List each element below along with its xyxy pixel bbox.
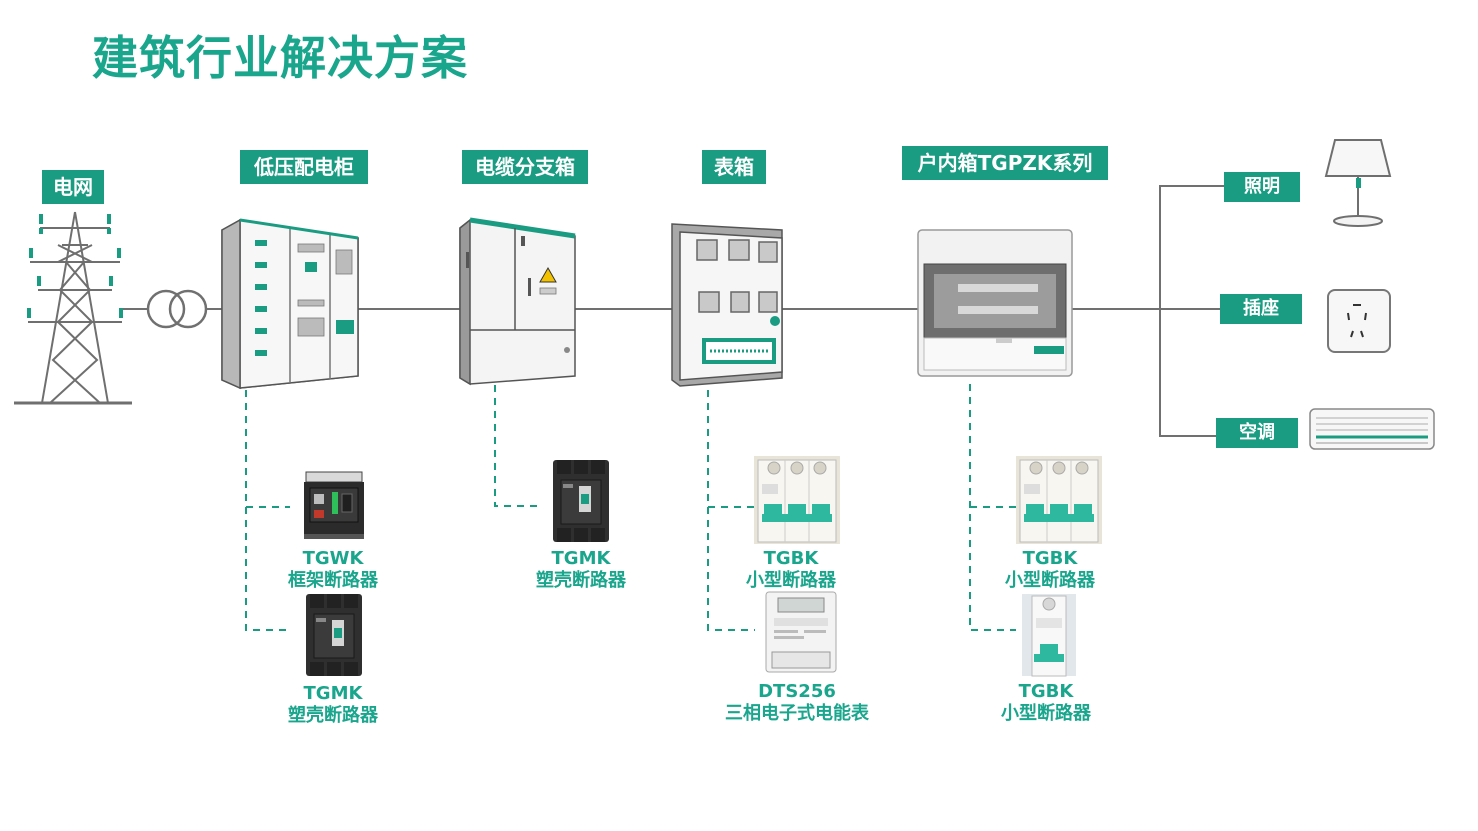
product-name: 小型断路器: [1001, 703, 1091, 724]
tag-grid: 电网: [42, 170, 104, 204]
product-name: 三相电子式电能表: [725, 703, 869, 724]
transmission-tower-icon: [14, 211, 132, 405]
main-power-line: [120, 185, 1224, 437]
product-caption-tgbk-3: TGBK 小型断路器: [985, 681, 1107, 725]
tag-meter-box: 表箱: [702, 150, 766, 184]
product-caption-tgbk-2: TGBK 小型断路器: [989, 548, 1111, 592]
miniature-breaker-image-1: [754, 456, 840, 544]
cable-branch-box-icon: [459, 217, 576, 386]
indoor-box-icon: [917, 229, 1073, 377]
product-model: TGBK: [763, 548, 819, 569]
product-name: 框架断路器: [288, 570, 378, 591]
product-caption-dts256: DTS256 三相电子式电能表: [712, 681, 882, 725]
socket-icon: [1327, 289, 1391, 353]
miniature-breaker-image-2: [1016, 456, 1102, 544]
tag-cable-box: 电缆分支箱: [462, 150, 588, 184]
tag-ac: 空调: [1216, 418, 1298, 448]
transformer-icon: [146, 289, 208, 329]
product-name: 小型断路器: [746, 570, 836, 591]
product-name: 小型断路器: [1005, 570, 1095, 591]
lamp-icon: [1324, 139, 1392, 227]
tag-lighting: 照明: [1224, 172, 1300, 202]
tag-indoor-box: 户内箱TGPZK系列: [902, 146, 1108, 180]
frame-breaker-image: [304, 471, 364, 539]
product-model: TGMK: [303, 683, 363, 704]
meter-box-icon: [671, 223, 783, 387]
page-title: 建筑行业解决方案: [92, 31, 468, 85]
tag-lv-cabinet: 低压配电柜: [240, 150, 368, 184]
product-connectors: [245, 384, 1016, 631]
product-model: TGWK: [302, 548, 364, 569]
product-model: DTS256: [758, 681, 836, 702]
moulded-case-breaker-image-2: [553, 460, 609, 542]
product-caption-tgmk-1: TGMK 塑壳断路器: [272, 683, 394, 727]
moulded-case-breaker-image-1: [306, 594, 362, 676]
product-caption-tgwk: TGWK 框架断路器: [272, 548, 394, 592]
product-caption-tgmk-2: TGMK 塑壳断路器: [520, 548, 642, 592]
product-caption-tgbk-1: TGBK 小型断路器: [730, 548, 852, 592]
product-model: TGMK: [551, 548, 611, 569]
miniature-breaker-image-3: [1022, 594, 1076, 677]
product-name: 塑壳断路器: [536, 570, 626, 591]
product-model: TGBK: [1022, 548, 1078, 569]
product-name: 塑壳断路器: [288, 705, 378, 726]
air-conditioner-icon: [1309, 408, 1435, 450]
product-model: TGBK: [1018, 681, 1074, 702]
lv-cabinet-icon: [221, 218, 359, 390]
electric-meter-image: [765, 591, 837, 673]
tag-socket: 插座: [1220, 294, 1302, 324]
